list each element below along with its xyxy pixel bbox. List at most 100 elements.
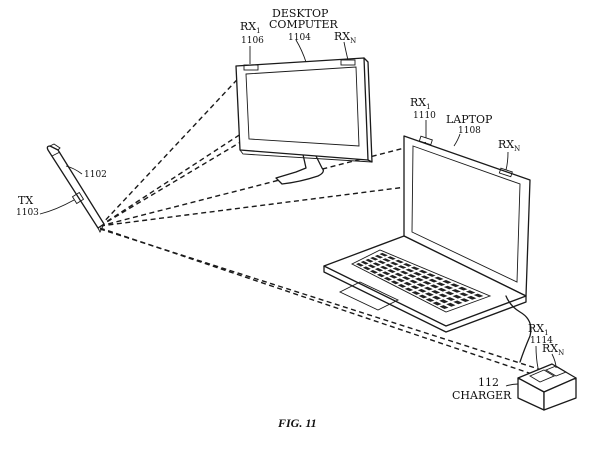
laptop-key: [420, 275, 430, 280]
laptop-key: [437, 287, 447, 292]
laptop-key: [403, 281, 412, 286]
laptop-key: [430, 284, 439, 289]
laptop-key: [431, 290, 441, 294]
laptop-key: [460, 298, 470, 302]
laptop-key: [445, 297, 456, 301]
laptop-key: [432, 301, 442, 306]
charger-ref: 112: [478, 376, 499, 389]
charger-cable: [505, 295, 532, 363]
charger-slot-2: [544, 365, 568, 377]
laptop-base-thickness: [323, 265, 527, 333]
laptop-rxn-label: RXN: [498, 138, 520, 153]
laptop-key: [466, 295, 477, 300]
stylus-tx-module: [71, 191, 85, 205]
laptop-key: [395, 259, 404, 264]
laptop-key: [374, 254, 383, 259]
leader-desktop-rxn: [343, 41, 349, 61]
desktop-rxn-label: RXN: [334, 30, 356, 45]
laptop-key: [370, 256, 379, 261]
laptop-key: [410, 285, 420, 290]
laptop-key: [411, 291, 421, 295]
laptop-ref: 1108: [458, 126, 481, 136]
laptop-key: [438, 293, 448, 298]
laptop-key: [428, 278, 438, 283]
leader-stylus: [65, 165, 83, 175]
laptop-key: [418, 269, 428, 274]
laptop-key: [426, 273, 436, 277]
signal-line-desktop-mid: [99, 139, 245, 227]
laptop-key: [392, 267, 401, 271]
charger-rx1-ref: 1114: [530, 336, 553, 346]
laptop-key: [390, 261, 399, 266]
laptop-key: [369, 270, 378, 274]
desktop-screen: [245, 66, 360, 147]
laptop-key: [389, 274, 398, 279]
signal-line-charger-rxn: [99, 228, 549, 373]
laptop-key: [362, 266, 371, 271]
laptop-key: [397, 284, 407, 288]
figure-caption: FIG. 11: [277, 416, 317, 430]
laptop-key: [453, 300, 463, 305]
laptop-key: [465, 290, 476, 294]
desktop-computer: [235, 57, 373, 185]
laptop-key: [432, 295, 441, 300]
tx-label: TX: [18, 194, 33, 207]
laptop-key: [377, 260, 386, 264]
laptop-key: [405, 268, 415, 273]
laptop-key: [409, 279, 418, 284]
laptop-key: [397, 265, 407, 269]
laptop-key: [365, 258, 374, 263]
desktop-rx1-ref: 1106: [241, 36, 264, 46]
laptop-key: [396, 278, 405, 283]
laptop-key: [387, 256, 396, 260]
leader-charger-rx1: [535, 345, 539, 369]
laptop-key: [446, 302, 456, 307]
desktop-monitor-edge: [363, 57, 373, 163]
laptop-key: [424, 292, 434, 297]
laptop-key: [380, 265, 389, 270]
laptop-key: [402, 276, 411, 280]
laptop-key: [356, 262, 364, 267]
laptop-key: [407, 274, 417, 278]
stylus-tip: [97, 223, 105, 234]
laptop-key: [439, 299, 449, 304]
laptop-key: [422, 281, 432, 285]
charger-title: CHARGER: [452, 389, 512, 402]
leader-laptop-rxn: [505, 151, 509, 171]
laptop-key: [443, 285, 454, 290]
desktop-monitor-bottom-edge: [239, 149, 373, 163]
desktop-ref: 1104: [288, 33, 311, 43]
laptop-key: [439, 305, 449, 309]
laptop-key: [423, 286, 433, 291]
laptop-key: [452, 294, 462, 299]
charger-slot-1: [529, 369, 555, 383]
desktop-title-line1: DESKTOP: [272, 7, 329, 20]
laptop-key: [418, 294, 428, 299]
tx-ref: 1103: [16, 208, 39, 218]
stylus-cap: [49, 143, 61, 151]
laptop-key: [473, 293, 484, 298]
laptop-key: [367, 264, 376, 269]
leader-laptop: [453, 133, 461, 147]
laptop-screen: [411, 145, 521, 283]
laptop-key: [451, 289, 461, 293]
laptop-key: [379, 252, 388, 257]
laptop-key: [417, 288, 427, 293]
laptop-key: [385, 263, 394, 268]
charger: [517, 363, 577, 411]
laptop-key: [376, 273, 385, 278]
laptop-key: [436, 282, 446, 286]
charger-rxn-label: RXN: [542, 342, 564, 357]
laptop-rx1-label: RX1: [410, 96, 431, 111]
laptop-key: [382, 258, 391, 262]
stylus-band: [51, 151, 61, 157]
laptop-keyboard-area: [351, 249, 492, 313]
laptop-key: [415, 277, 424, 282]
laptop-key: [360, 260, 369, 265]
laptop-title: LAPTOP: [446, 113, 493, 126]
leader-lines: [39, 39, 557, 387]
laptop-key: [434, 276, 444, 281]
laptop-key: [450, 283, 460, 288]
laptop-key: [394, 272, 404, 277]
